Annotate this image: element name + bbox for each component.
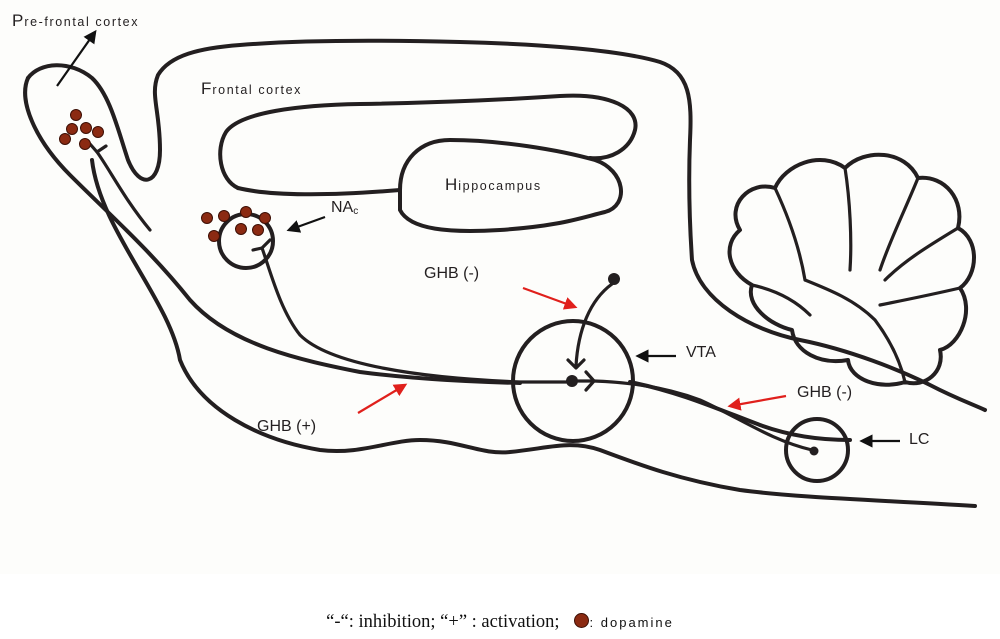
ghb-lc-input-label: GHB (-)	[797, 384, 853, 401]
hippocampus-label: Hippocampus	[445, 175, 542, 194]
prefrontal-dopamine-cluster	[59, 109, 104, 150]
dopamine-dot	[201, 212, 213, 224]
lc-circle	[784, 417, 850, 483]
nac-pointer-arrow	[286, 215, 326, 233]
ghb-interneuron-body	[608, 273, 620, 285]
ghb-interneuron-fork	[566, 358, 586, 370]
dopamine-dot	[59, 133, 71, 145]
dopamine-dot	[240, 206, 252, 218]
brain-diagram-area: Pre-frontal cortex Frontal cortex Hippoc…	[12, 11, 987, 508]
dopamine-dot	[80, 122, 92, 134]
ghb-vta-arrow	[522, 286, 578, 310]
dopamine-dot	[218, 210, 230, 222]
ghb-nac-pathway-label: GHB (+)	[257, 418, 317, 435]
nac-axon	[260, 246, 568, 384]
hippocampus-outline	[398, 138, 623, 233]
ghb-vta-input-label: GHB (-)	[424, 265, 480, 282]
prefrontal-pointer-arrow	[56, 29, 97, 87]
nac-synapse-fork	[251, 238, 272, 252]
frontal-fold-connector	[236, 186, 402, 197]
brain-outer-outline	[26, 38, 987, 412]
dopamine-dot	[235, 223, 247, 235]
ghb-lc-arrow	[727, 394, 787, 411]
ventral-outline	[90, 158, 977, 508]
prefrontal-lower-contour	[23, 76, 522, 385]
ghb-interneuron-axon	[574, 282, 614, 368]
dopamine-key-label: : dopamine	[589, 615, 674, 630]
prefrontal-cortex-label: Pre-frontal cortex	[12, 11, 140, 30]
brain-sagittal-diagram	[23, 29, 987, 508]
dopamine-dot	[259, 212, 271, 224]
dopamine-dot	[79, 138, 91, 150]
nac-label: NAc	[331, 199, 359, 217]
vta-circle	[511, 319, 635, 443]
vta-projection	[576, 379, 814, 452]
vta-neuron-body	[566, 375, 578, 387]
legend-caption: “-“: inhibition; “+” : activation; : dopa…	[0, 612, 1000, 633]
dopamine-dot	[252, 224, 264, 236]
vta-synapse-fork	[584, 370, 596, 392]
dopamine-dot	[92, 126, 104, 138]
frontal-cortex-label: Frontal cortex	[201, 79, 302, 98]
cortex-inner-fold	[218, 93, 638, 190]
legend-text: “-“: inhibition; “+” : activation;	[326, 612, 560, 632]
cerebellum-folia	[750, 166, 962, 384]
lc-label: LC	[909, 431, 930, 448]
dopamine-dot	[208, 230, 220, 242]
cerebellum-outline	[727, 152, 976, 387]
vta-label: VTA	[686, 344, 716, 361]
nac-dopamine-cluster	[201, 206, 271, 242]
prefrontal-axon	[95, 150, 152, 232]
dopamine-key-dot	[573, 613, 589, 628]
lc-neuron-body	[809, 446, 819, 456]
ghb-nac-pathway-arrow	[357, 383, 408, 414]
dopamine-dot	[70, 109, 82, 121]
dopamine-dot	[66, 123, 78, 135]
prefrontal-synapse-fork	[88, 142, 108, 154]
